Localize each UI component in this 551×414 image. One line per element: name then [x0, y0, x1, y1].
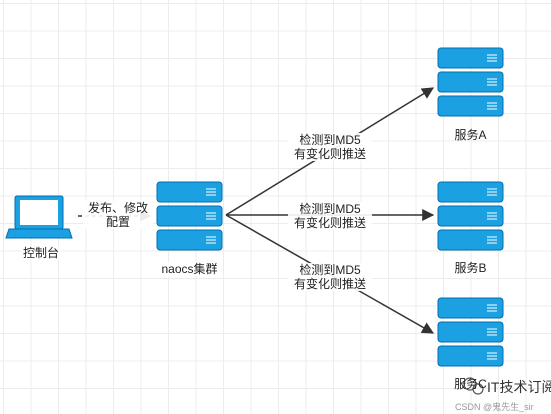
edge-label-a-line1: 检测到MD5	[299, 133, 361, 147]
publish-label-line2: 配置	[105, 215, 130, 229]
service-b-label: 服务B	[454, 261, 487, 275]
edge-label-c-line2: 有变化则推送	[293, 277, 366, 291]
edge-label-c: 检测到MD5 有变化则推送	[288, 263, 372, 291]
service-c-label: 服务C	[454, 377, 487, 391]
publish-label: 发布、修改 配置	[83, 201, 153, 229]
watermark-title: IT技术订阅	[487, 379, 551, 395]
cluster-server-icon	[156, 181, 223, 251]
edge-label-a: 检测到MD5 有变化则推送	[288, 133, 372, 161]
edge-label-c-line1: 检测到MD5	[299, 263, 361, 277]
service-a-label: 服务A	[454, 128, 487, 142]
service-c-server-icon	[437, 297, 504, 367]
edge-label-b-line1: 检测到MD5	[299, 202, 361, 216]
publish-label-line1: 发布、修改	[87, 201, 148, 215]
console-label: 控制台	[21, 246, 61, 260]
edge-label-a-line2: 有变化则推送	[293, 147, 366, 161]
cluster-label: naocs集群	[157, 262, 222, 276]
edge-label-b: 检测到MD5 有变化则推送	[288, 202, 372, 230]
service-a-server-icon	[437, 47, 504, 117]
wechat-logo-icon	[463, 377, 484, 395]
service-b-server-icon	[437, 181, 504, 251]
laptop-icon	[5, 195, 73, 239]
watermark-source: CSDN @鬼先生_sir	[455, 402, 534, 412]
edge-label-b-line2: 有变化则推送	[293, 216, 366, 230]
